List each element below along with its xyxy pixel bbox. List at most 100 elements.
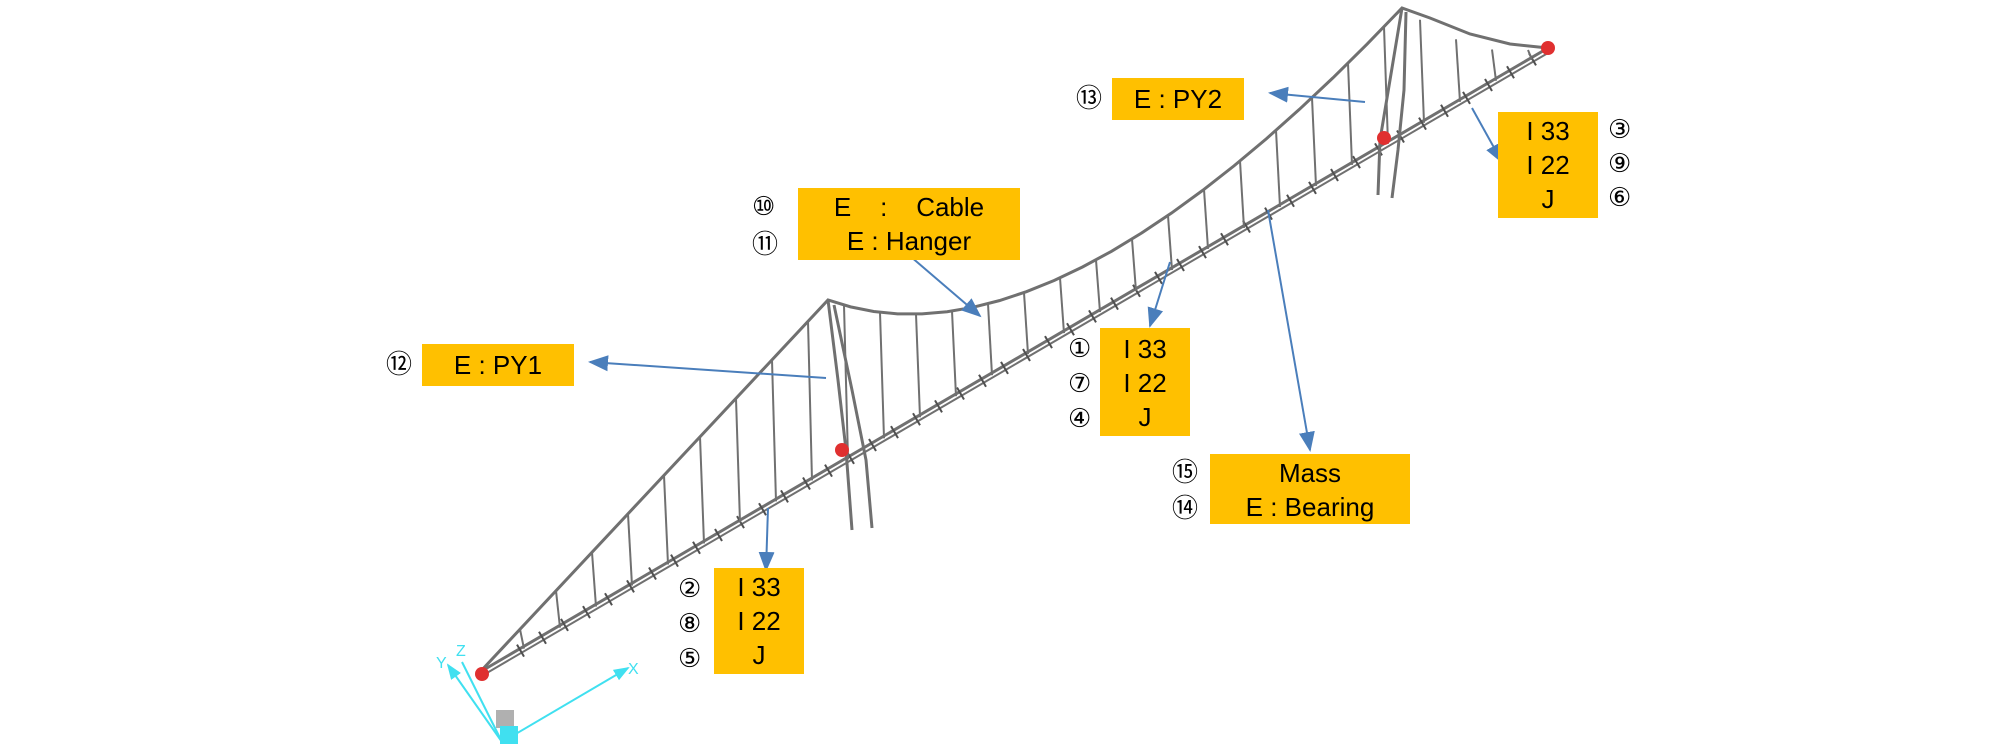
main-cable-line: [478, 6, 1549, 674]
left-num-3: ⑤: [678, 644, 702, 674]
hanger-line: [1455, 39, 1461, 102]
hanger-number: ⑪: [752, 230, 779, 260]
deck-tick: [1462, 91, 1471, 105]
deck-tick: [1088, 309, 1097, 323]
middle-i22-label: I 22: [1123, 368, 1167, 398]
deck-tick: [956, 387, 965, 401]
pylon2-label: E : PY2: [1133, 84, 1223, 114]
deck-tick: [1198, 245, 1207, 259]
hanger-line: [1167, 215, 1173, 271]
right-i33-label: I 33: [1526, 116, 1570, 146]
hanger-line: [1419, 19, 1425, 123]
bearing-label: E : Bearing: [1245, 492, 1375, 522]
axis-triad: X Y Z: [436, 643, 639, 744]
deck-tick: [1066, 322, 1075, 336]
arrow-cable-hanger: [909, 255, 982, 318]
right-section-box: I 33 I 22 J: [1498, 112, 1598, 218]
mass-label: Mass: [1278, 458, 1342, 488]
hanger-line: [1203, 189, 1209, 250]
hanger-line: [1383, 26, 1389, 144]
deck-tick: [1308, 181, 1317, 195]
deck-tick: [560, 618, 569, 632]
deck-tick: [934, 399, 943, 413]
hanger-line: [987, 303, 993, 376]
hanger-line: [699, 436, 705, 544]
left-section-box: I 33 I 22 J: [714, 568, 804, 674]
support-right-end: [1541, 41, 1555, 55]
deck-tick: [1352, 155, 1361, 169]
arrow-middle-section: [1147, 261, 1171, 328]
y-axis-line: [446, 663, 503, 743]
hanger-line: [1059, 277, 1065, 334]
right-num-3: ⑥: [1608, 183, 1632, 213]
deck-tick: [868, 438, 877, 452]
deck-line: [479, 46, 1549, 674]
main-cable: [478, 6, 1549, 674]
hanger-line: [663, 475, 669, 565]
arrow-pylon2: [1268, 86, 1366, 103]
z-axis-line: [461, 661, 503, 743]
z-axis-label: Z: [456, 643, 466, 660]
left-num-1: ②: [678, 574, 702, 604]
deck-tick: [802, 477, 811, 491]
deck-tick: [890, 425, 899, 439]
deck-tick: [1154, 271, 1163, 285]
deck-tick: [1000, 361, 1009, 375]
deck-tick: [978, 374, 987, 388]
deck-tick: [670, 554, 679, 568]
hanger-line: [1095, 259, 1101, 313]
left-num-2: ⑧: [678, 609, 702, 639]
supports: [475, 41, 1555, 681]
support-left-end: [475, 667, 489, 681]
deck-tick: [1330, 168, 1339, 182]
bearing-number: ⑭: [1172, 494, 1199, 524]
deck-tick: [824, 464, 833, 478]
middle-num-2: ⑦: [1068, 369, 1092, 399]
hanger-line: [1023, 292, 1029, 355]
pylon-2-leg-a: [1376, 7, 1404, 196]
hanger-line: [951, 311, 957, 397]
left-j-label: J: [752, 640, 766, 670]
deck-tick: [626, 579, 635, 593]
hanger-line: [1275, 130, 1281, 207]
arrow-left-section: [758, 507, 775, 572]
support-pylon-1: [835, 443, 849, 457]
callout-arrows: [588, 86, 1503, 572]
arrow-mass-bearing: [1267, 209, 1315, 452]
hanger-line: [915, 314, 921, 418]
mass-number: ⑮: [1172, 458, 1199, 488]
pylon-1-leg-a: [826, 299, 854, 531]
hanger-line: [1491, 49, 1497, 81]
deck-tick: [1176, 258, 1185, 272]
deck-tick: [648, 567, 657, 581]
middle-num-3: ④: [1068, 404, 1092, 434]
cable-number: ⑩: [752, 192, 776, 222]
deck-tick: [1484, 78, 1493, 92]
right-j-label: J: [1541, 184, 1555, 214]
deck-tick: [780, 489, 789, 503]
deck-tick: [582, 605, 591, 619]
deck-tick: [692, 541, 701, 555]
hanger-label: E : Hanger: [846, 226, 972, 256]
pylon-2-leg-b: [1390, 11, 1408, 199]
hanger-line: [591, 552, 597, 607]
left-i33-label: I 33: [737, 572, 781, 602]
x-axis-label: X: [628, 661, 639, 678]
y-axis-label: Y: [436, 655, 447, 672]
middle-num-1: ①: [1068, 334, 1092, 364]
middle-section-box: I 33 I 22 J: [1100, 328, 1190, 436]
hanger-line: [879, 312, 885, 439]
middle-i33-label: I 33: [1123, 334, 1167, 364]
deck-tick: [1220, 232, 1229, 246]
arrow-right-section: [1471, 107, 1503, 164]
hanger-line: [519, 629, 525, 649]
hanger-line: [627, 513, 633, 586]
pylon-1-leg-b: [832, 304, 874, 529]
right-num-2: ⑨: [1608, 149, 1632, 179]
left-i22-label: I 22: [737, 606, 781, 636]
deck-tick: [714, 528, 723, 542]
hanger-line: [1131, 238, 1137, 292]
arrow-pylon1: [588, 355, 827, 379]
hanger-line: [771, 359, 777, 502]
